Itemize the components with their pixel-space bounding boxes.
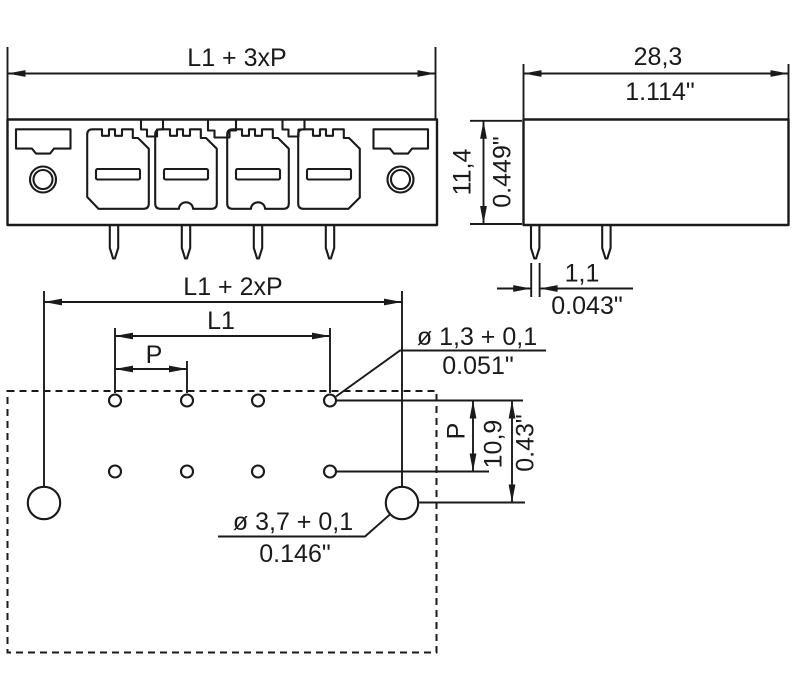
small-hole-inch-label: 0.051": [442, 352, 513, 380]
pin-3: [252, 224, 264, 260]
housing-outline: [6, 118, 439, 227]
large-hole-mm-label: ø 3,7 + 0,1: [233, 508, 353, 536]
top-notch-3: [281, 119, 306, 138]
top-notch-center: [206, 119, 238, 139]
pitch-label: P: [146, 341, 163, 369]
side-view: [522, 118, 790, 260]
outer-span-label: L1 + 2xP: [183, 273, 282, 301]
pin-4: [324, 224, 336, 260]
pin-hole: [250, 393, 266, 408]
pin-hole: [322, 464, 338, 479]
small-hole-mm-label: ø 1,3 + 0,1: [417, 323, 537, 351]
contact-slot-1: [94, 167, 142, 181]
contact-slot-2: [162, 167, 210, 181]
contact-block-4: [297, 128, 361, 210]
pin-hole: [322, 393, 338, 408]
pin-hole: [179, 393, 195, 408]
side-view-dimensions: 28,3 1.114" 11,4 0.449" 1,1 0.043": [449, 43, 790, 320]
contact-block-3: [226, 128, 290, 210]
front-view: [6, 118, 439, 260]
board-outline: [6, 390, 438, 654]
side-width-mm-label: 28,3: [634, 43, 683, 71]
contact-slot-4: [305, 167, 353, 181]
side-height-mm-label: 11,4: [449, 149, 477, 196]
contact-slot-3: [234, 167, 282, 181]
right-ring-outer: [386, 165, 415, 194]
contact-block-1: [86, 128, 150, 210]
side-pin-rear: [601, 224, 612, 260]
mounting-hole-left: [26, 485, 62, 521]
front-view-dimensions: L1 + 3xP: [6, 44, 437, 119]
front-total-width-label: L1 + 3xP: [187, 44, 286, 72]
left-ring-inner: [32, 168, 54, 191]
mounting-hole-right: [384, 485, 420, 521]
leader-large-hole: [218, 513, 392, 538]
left-ring-outer: [28, 165, 58, 194]
pin-width-mm-label: 1,1: [565, 260, 600, 288]
row-offset-mm-label: 10,9: [480, 420, 508, 469]
pin-1: [108, 224, 120, 260]
leader-small-hole: [335, 349, 546, 398]
pin-hole: [250, 464, 266, 479]
right-flange: [372, 128, 430, 155]
pin-hole: [179, 464, 195, 479]
side-width-inch-label: 1.114": [625, 78, 695, 106]
footprint-dimensions: L1 + 2xP L1 P P 10,9 0.43" ø 1,3 + 0,1 0…: [43, 273, 546, 568]
pin-hole: [107, 393, 123, 408]
l1-label: L1: [207, 307, 235, 335]
left-flange: [14, 128, 72, 155]
side-height-inch-label: 0.449": [489, 136, 517, 207]
contact-block-2: [154, 128, 218, 210]
pin-hole: [107, 464, 123, 479]
side-pin-front: [529, 224, 541, 260]
row-offset-inch-label: 0.43": [512, 414, 540, 472]
row-pitch-label: P: [443, 423, 471, 440]
footprint-view: [6, 390, 438, 654]
side-housing-outline: [522, 118, 790, 227]
pin-2: [180, 224, 192, 260]
large-hole-inch-label: 0.146": [259, 540, 330, 568]
pin-width-inch-label: 0.043": [551, 292, 622, 320]
right-ring-inner: [389, 168, 412, 191]
